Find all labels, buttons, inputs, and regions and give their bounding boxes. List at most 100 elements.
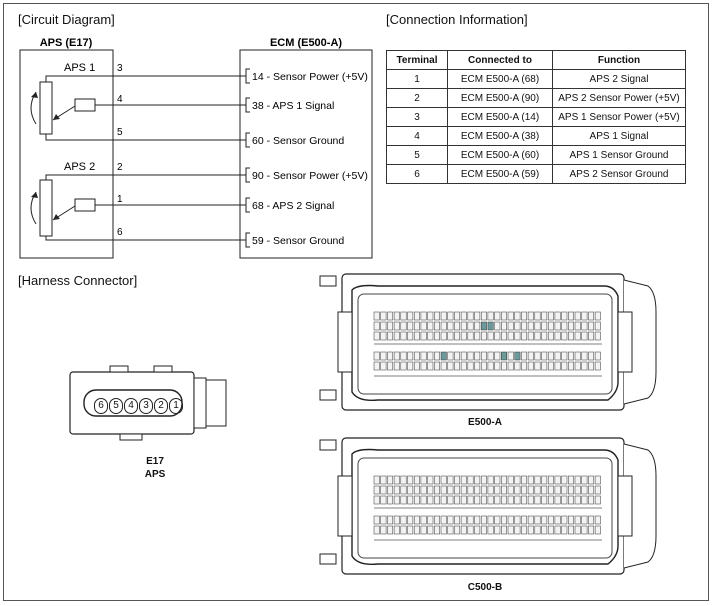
connector-pin-cell [467, 495, 474, 505]
e17-pin: 2 [154, 398, 168, 414]
connector-pin-cell [387, 475, 394, 485]
cell-terminal: 6 [386, 164, 448, 184]
connector-pin-cell [541, 311, 548, 321]
connector-pin-cell [574, 495, 581, 505]
connector-pin-cell [420, 515, 427, 525]
connector-pin-cell [594, 331, 601, 341]
connector-pin-cell [413, 525, 420, 535]
connector-pin-cell [400, 495, 407, 505]
connector-pin-cell [480, 485, 487, 495]
connector-pin-cell [594, 515, 601, 525]
connector-pin-cell [501, 361, 507, 371]
connector-pin-cell [440, 515, 447, 525]
connector-pin-cell [407, 515, 414, 525]
connector-pin-cell [460, 361, 467, 371]
e17-pin: 1 [169, 398, 183, 414]
ecm-terminal-14: 14 - Sensor Power (+5V) [252, 71, 368, 83]
connector-pin-cell [554, 485, 561, 495]
connector-pin-cell [568, 351, 574, 361]
connector-pin-cell [507, 495, 514, 505]
connector-pin-cell [561, 495, 568, 505]
connector-pin-cell [454, 351, 461, 361]
e17-pin: 6 [94, 398, 108, 414]
ecm-title: ECM (E500-A) [270, 37, 342, 49]
connector-pin-cell [427, 311, 434, 321]
cell-terminal: 4 [386, 126, 448, 146]
connector-pin-cell [568, 475, 574, 485]
connector-pin-cell [373, 495, 380, 505]
connector-pin-cell [393, 321, 400, 331]
connector-pin-cell [434, 311, 440, 321]
connector-pin-cell [574, 321, 581, 331]
connector-pin-cell [440, 351, 447, 361]
connector-pin-cell [467, 321, 474, 331]
connector-pin-cell [413, 485, 420, 495]
connector-pin-cell [581, 495, 588, 505]
connector-pin-cell [400, 525, 407, 535]
cell-terminal: 1 [386, 69, 448, 89]
connector-pin-cell [474, 525, 481, 535]
e17-label: E17 [146, 456, 164, 467]
col-header-connected-to: Connected to [447, 50, 553, 70]
connector-pin-cell [420, 351, 427, 361]
connector-pin-cell [413, 311, 420, 321]
connector-pin-cell [373, 361, 380, 371]
connector-pin-cell [541, 331, 548, 341]
connector-pin-cell [487, 515, 494, 525]
connector-pin-cell [460, 351, 467, 361]
connector-pin-cell [561, 351, 568, 361]
connector-pin-cell [514, 361, 521, 371]
connector-pin-cell [467, 515, 474, 525]
connector-pin-cell [507, 361, 514, 371]
connector-pin-cell [380, 351, 387, 361]
connector-pin-cell [474, 321, 481, 331]
connector-pin-cell [561, 321, 568, 331]
connector-pin-cell [387, 321, 394, 331]
connector-pin-cell [547, 331, 554, 341]
connector-pin-cell [447, 361, 454, 371]
aps-title: APS (E17) [40, 37, 93, 49]
connector-pin-cell [594, 351, 601, 361]
connector-pin-cell [427, 351, 434, 361]
connector-pin-cell [514, 311, 521, 321]
connector-pin-cell [501, 311, 507, 321]
connector-pin-cell [501, 321, 507, 331]
connector-pin-cell [494, 311, 501, 321]
connector-pin-cell [474, 331, 481, 341]
aps1-label: APS 1 [64, 62, 95, 74]
connector-pin-cell [588, 515, 595, 525]
connector-pin-cell [507, 475, 514, 485]
connector-pin-cell [561, 311, 568, 321]
ecm-terminal-59: 59 - Sensor Ground [252, 235, 344, 247]
connector-pin-cell [393, 351, 400, 361]
connector-pin-cell [447, 331, 454, 341]
connector-pin-cell [400, 361, 407, 371]
connector-pin-cell [501, 495, 507, 505]
connector-pin-cell [454, 361, 461, 371]
connector-pin-cell [514, 351, 521, 361]
connector-pin-cell [393, 525, 400, 535]
connector-pin-cell [440, 311, 447, 321]
cell-terminal: 2 [386, 88, 448, 108]
connector-pin-cell [480, 351, 487, 361]
connector-pin-cell [480, 515, 487, 525]
connector-pin-cell [480, 361, 487, 371]
connector-pin-cell [494, 331, 501, 341]
connector-pin-cell [460, 515, 467, 525]
connector-pin-cell [427, 495, 434, 505]
e500a-connector [319, 273, 657, 411]
cell-function: APS 2 Sensor Ground [552, 164, 686, 184]
connector-pin-cell [527, 495, 534, 505]
connector-pin-cell [541, 525, 548, 535]
connector-pin-cell [494, 321, 501, 331]
connector-pin-cell [527, 331, 534, 341]
connector-pin-cell [387, 525, 394, 535]
connector-pin-cell [454, 485, 461, 495]
connector-pin-cell [541, 475, 548, 485]
connector-pin-cell [534, 475, 541, 485]
connector-pin-cell [400, 485, 407, 495]
connector-pin-cell [594, 321, 601, 331]
